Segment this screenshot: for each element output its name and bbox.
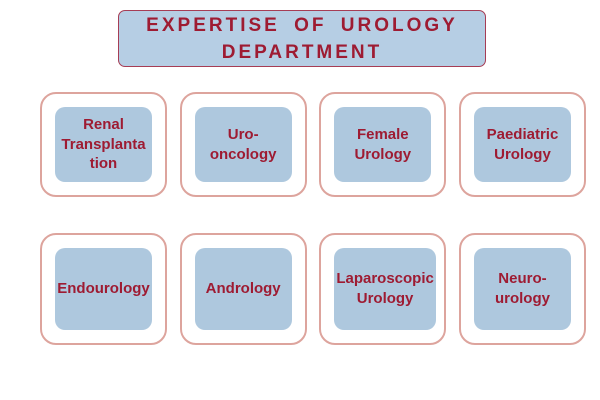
card-paediatric-urology: Paediatric Urology xyxy=(458,92,586,197)
title-banner: EXPERTISE OF UROLOGY DEPARTMENT xyxy=(118,10,486,67)
card-label: Paediatric Urology xyxy=(486,125,559,163)
card-panel: Neuro- urology xyxy=(473,248,571,330)
expertise-row-2: Endourology Andrology Laparoscopic Urolo… xyxy=(40,233,586,345)
card-panel: Paediatric Urology xyxy=(473,107,571,182)
card-label: Renal Transplanta tion xyxy=(61,115,146,173)
card-endourology: Endourology xyxy=(40,233,167,345)
card-uro-oncology: Uro-oncology xyxy=(179,92,307,197)
card-label: Andrology xyxy=(205,280,281,298)
card-panel: Renal Transplanta tion xyxy=(55,107,152,182)
card-andrology: Andrology xyxy=(179,233,307,345)
card-label: Neuro- urology xyxy=(494,270,550,307)
card-label: Laparoscopic Urology xyxy=(336,270,434,307)
card-neuro-urology: Neuro- urology xyxy=(458,233,586,345)
card-label: Uro-oncology xyxy=(209,125,277,163)
card-laparoscopic-urology: Laparoscopic Urology xyxy=(319,233,447,345)
card-renal-transplantation: Renal Transplanta tion xyxy=(40,92,167,197)
card-panel: Andrology xyxy=(194,248,292,330)
card-label: Female Urology xyxy=(354,125,412,163)
card-female-urology: Female Urology xyxy=(319,92,447,197)
page-title: EXPERTISE OF UROLOGY DEPARTMENT xyxy=(146,14,458,63)
expertise-row-1: Renal Transplanta tion Uro-oncology Fema… xyxy=(40,92,586,197)
card-label: Endourology xyxy=(57,280,150,298)
card-panel: Endourology xyxy=(55,248,152,330)
card-panel: Female Urology xyxy=(334,107,432,182)
card-panel: Laparoscopic Urology xyxy=(334,248,436,330)
card-panel: Uro-oncology xyxy=(194,107,292,182)
